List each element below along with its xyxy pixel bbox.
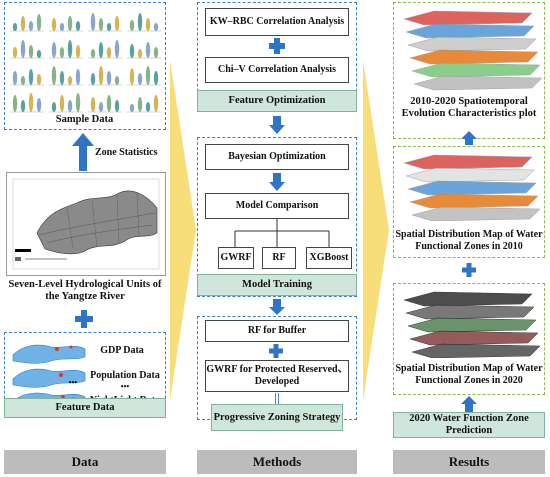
- map-layer: [407, 317, 537, 333]
- equals-sign-icon: ||: [274, 390, 280, 405]
- ellipsis-left: •••: [68, 378, 78, 387]
- gwrf-model-box: GWRF: [218, 247, 254, 269]
- map-layer: [405, 167, 535, 183]
- sample-data-panel: Sample Data: [4, 2, 166, 130]
- map-2010-label: Spatial Distribution Map of Water Functi…: [395, 229, 543, 252]
- violin-plot-cell: [127, 66, 161, 86]
- violin-plot-cell: [127, 95, 161, 113]
- rf-model-box: RF: [262, 247, 296, 269]
- plus-icon: [269, 38, 285, 54]
- violin-plot-cell: [88, 95, 122, 113]
- map-layer: [403, 10, 533, 26]
- gdp-data-label: GDP Data: [100, 345, 144, 356]
- violin-plot-cell: [127, 13, 161, 32]
- map-layer: [409, 330, 539, 346]
- population-map-thumbnail: [12, 368, 86, 388]
- feature-data-label: Feature Data: [4, 398, 166, 418]
- map-layer: [413, 75, 543, 91]
- down-arrow-icon: [269, 173, 285, 191]
- map-2020-label: Spatial Distribution Map of Water Functi…: [395, 363, 543, 386]
- violin-plot-cell: [88, 66, 122, 86]
- map-layer: [403, 291, 533, 307]
- map-layer: [407, 36, 537, 52]
- map-layer: [411, 206, 541, 221]
- prediction-label: 2020 Water Function Zone Prediction: [393, 412, 545, 438]
- violin-plot-cell: [10, 40, 44, 59]
- chi-v-box: Chi–V Correlation Analysis: [205, 57, 349, 83]
- rf-buffer-box: RF for Buffer: [205, 320, 349, 342]
- map-2010-graphic: [403, 154, 541, 221]
- violin-plot-cell: [88, 13, 122, 32]
- evolution-label: 2010-2020 Spatiotemporal Evolution Chara…: [401, 96, 537, 119]
- ellipsis-right: •••: [120, 382, 130, 391]
- xgboost-model-box: XGBoost: [306, 247, 352, 269]
- plus-icon: [75, 310, 93, 328]
- plus-icon: [462, 263, 476, 277]
- map-layer: [411, 62, 541, 78]
- progressive-zoning-label: Progressive Zoning Strategy: [211, 404, 343, 431]
- gdp-map-thumbnail: [12, 344, 86, 364]
- violin-plot-cell: [10, 93, 44, 113]
- map-layer: [411, 343, 541, 358]
- footer-methods: Methods: [197, 450, 357, 474]
- sample-data-label: Sample Data: [55, 114, 114, 125]
- map-layer: [403, 154, 533, 170]
- hydrological-map-title: Seven-Level Hydrological Units of the Ya…: [8, 279, 162, 302]
- feature-optimization-label: Feature Optimization: [197, 90, 357, 112]
- bayesian-optimization-box: Bayesian Optimization: [205, 144, 349, 170]
- violin-plot-cell: [10, 69, 44, 86]
- evolution-panel: [393, 2, 545, 139]
- down-arrow-icon: [269, 116, 285, 134]
- map-layer: [409, 193, 539, 209]
- violin-plot-cell: [49, 66, 83, 86]
- yangtze-map-graphic: [12, 178, 160, 270]
- map-layer: [405, 304, 535, 320]
- hydrological-map: [6, 172, 166, 276]
- population-data-label: Population Data: [90, 370, 160, 381]
- down-arrow-icon: [269, 299, 285, 315]
- footer-data: Data: [4, 450, 166, 474]
- left-chevron-arrow-icon: [170, 60, 196, 400]
- map-2010-panel: [393, 146, 545, 258]
- map-2020-panel: [393, 283, 545, 395]
- map-2020-graphic: [403, 291, 541, 358]
- evolution-plot-graphic: [403, 10, 543, 91]
- violin-plot-cell: [49, 16, 83, 32]
- violin-plot-cell: [49, 93, 83, 113]
- zone-statistics-label: Zone Statistics: [95, 147, 158, 158]
- up-arrow-icon: [461, 396, 477, 412]
- right-chevron-arrow-icon: [363, 60, 389, 400]
- up-arrow-icon: [461, 131, 477, 145]
- gwrf-protected-box: GWRF for Protected Reserved、Developed: [205, 360, 349, 392]
- footer-results: Results: [393, 450, 545, 474]
- zone-stats-up-arrow-icon: [72, 133, 94, 171]
- model-training-label: Model Training: [197, 274, 357, 296]
- map-layer: [405, 23, 535, 39]
- violin-plot-cell: [10, 14, 44, 32]
- violin-plot-cell: [88, 40, 122, 59]
- model-branch-lines: [234, 219, 330, 247]
- map-layer: [409, 49, 539, 65]
- plus-icon: [269, 344, 283, 358]
- violin-plot-cell: [127, 42, 161, 59]
- model-training-panel: [197, 137, 357, 297]
- kw-rbc-box: KW–RBC Correlation Analysis: [205, 8, 349, 36]
- model-comparison-box: Model Comparison: [205, 193, 349, 219]
- map-layer: [407, 180, 537, 196]
- violin-plot-cell: [49, 40, 83, 59]
- sample-data-plots: [10, 13, 161, 113]
